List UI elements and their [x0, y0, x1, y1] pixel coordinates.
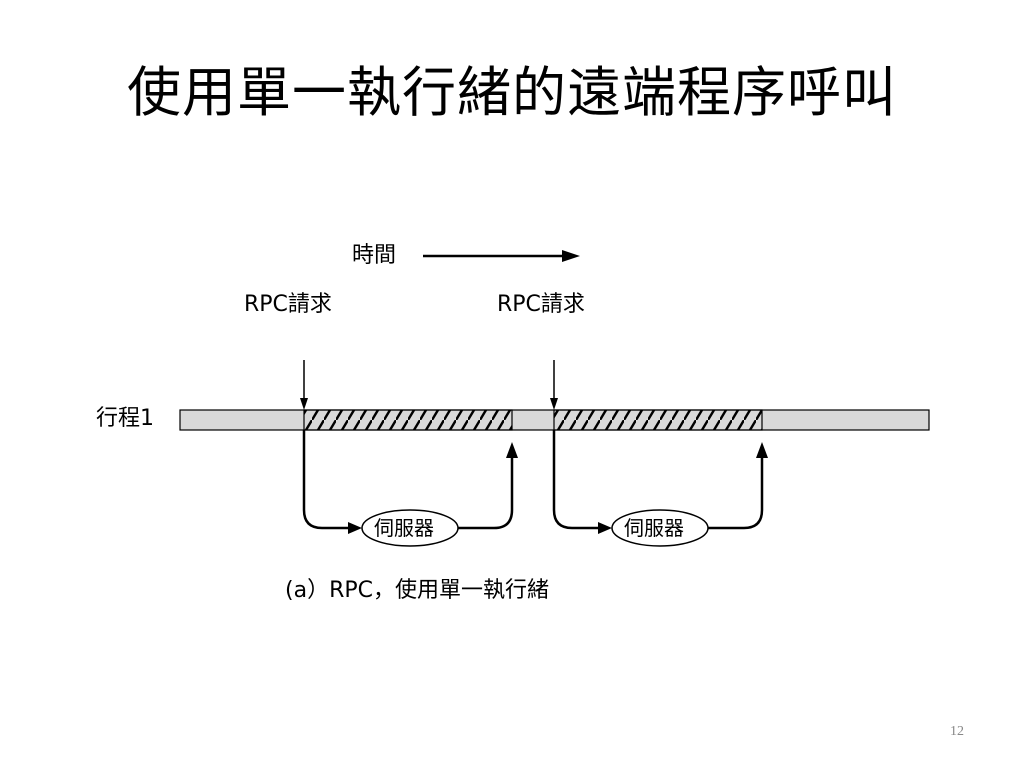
- return-arrow-head: [506, 442, 518, 458]
- rpc-request-label: RPC請求: [497, 292, 585, 317]
- request-arrow-head: [300, 398, 308, 410]
- process-label: 行程1: [96, 406, 154, 431]
- page-number: 12: [950, 724, 964, 739]
- rpc-request-label: RPC請求: [244, 292, 332, 317]
- call-arrow-head: [348, 522, 362, 534]
- return-arrow-head: [756, 442, 768, 458]
- blocked-segment: [303, 409, 513, 431]
- server-node: [611, 509, 709, 547]
- server-node: [361, 509, 459, 547]
- server-label: 伺服器: [624, 516, 684, 540]
- blocked-segment: [553, 409, 763, 431]
- time-label: 時間: [352, 243, 397, 268]
- diagram-caption: (a）RPC，使用單一執行緒: [285, 578, 549, 603]
- return-path: [458, 456, 514, 530]
- time-arrow-head: [562, 250, 580, 262]
- server-label: 伺服器: [374, 516, 434, 540]
- return-path: [708, 456, 764, 530]
- call-path: [302, 430, 350, 530]
- call-path: [552, 430, 600, 530]
- slide-title: 使用單一執行緒的遠端程序呼叫: [127, 61, 897, 124]
- call-arrow-head: [598, 522, 612, 534]
- request-arrow-head: [550, 398, 558, 410]
